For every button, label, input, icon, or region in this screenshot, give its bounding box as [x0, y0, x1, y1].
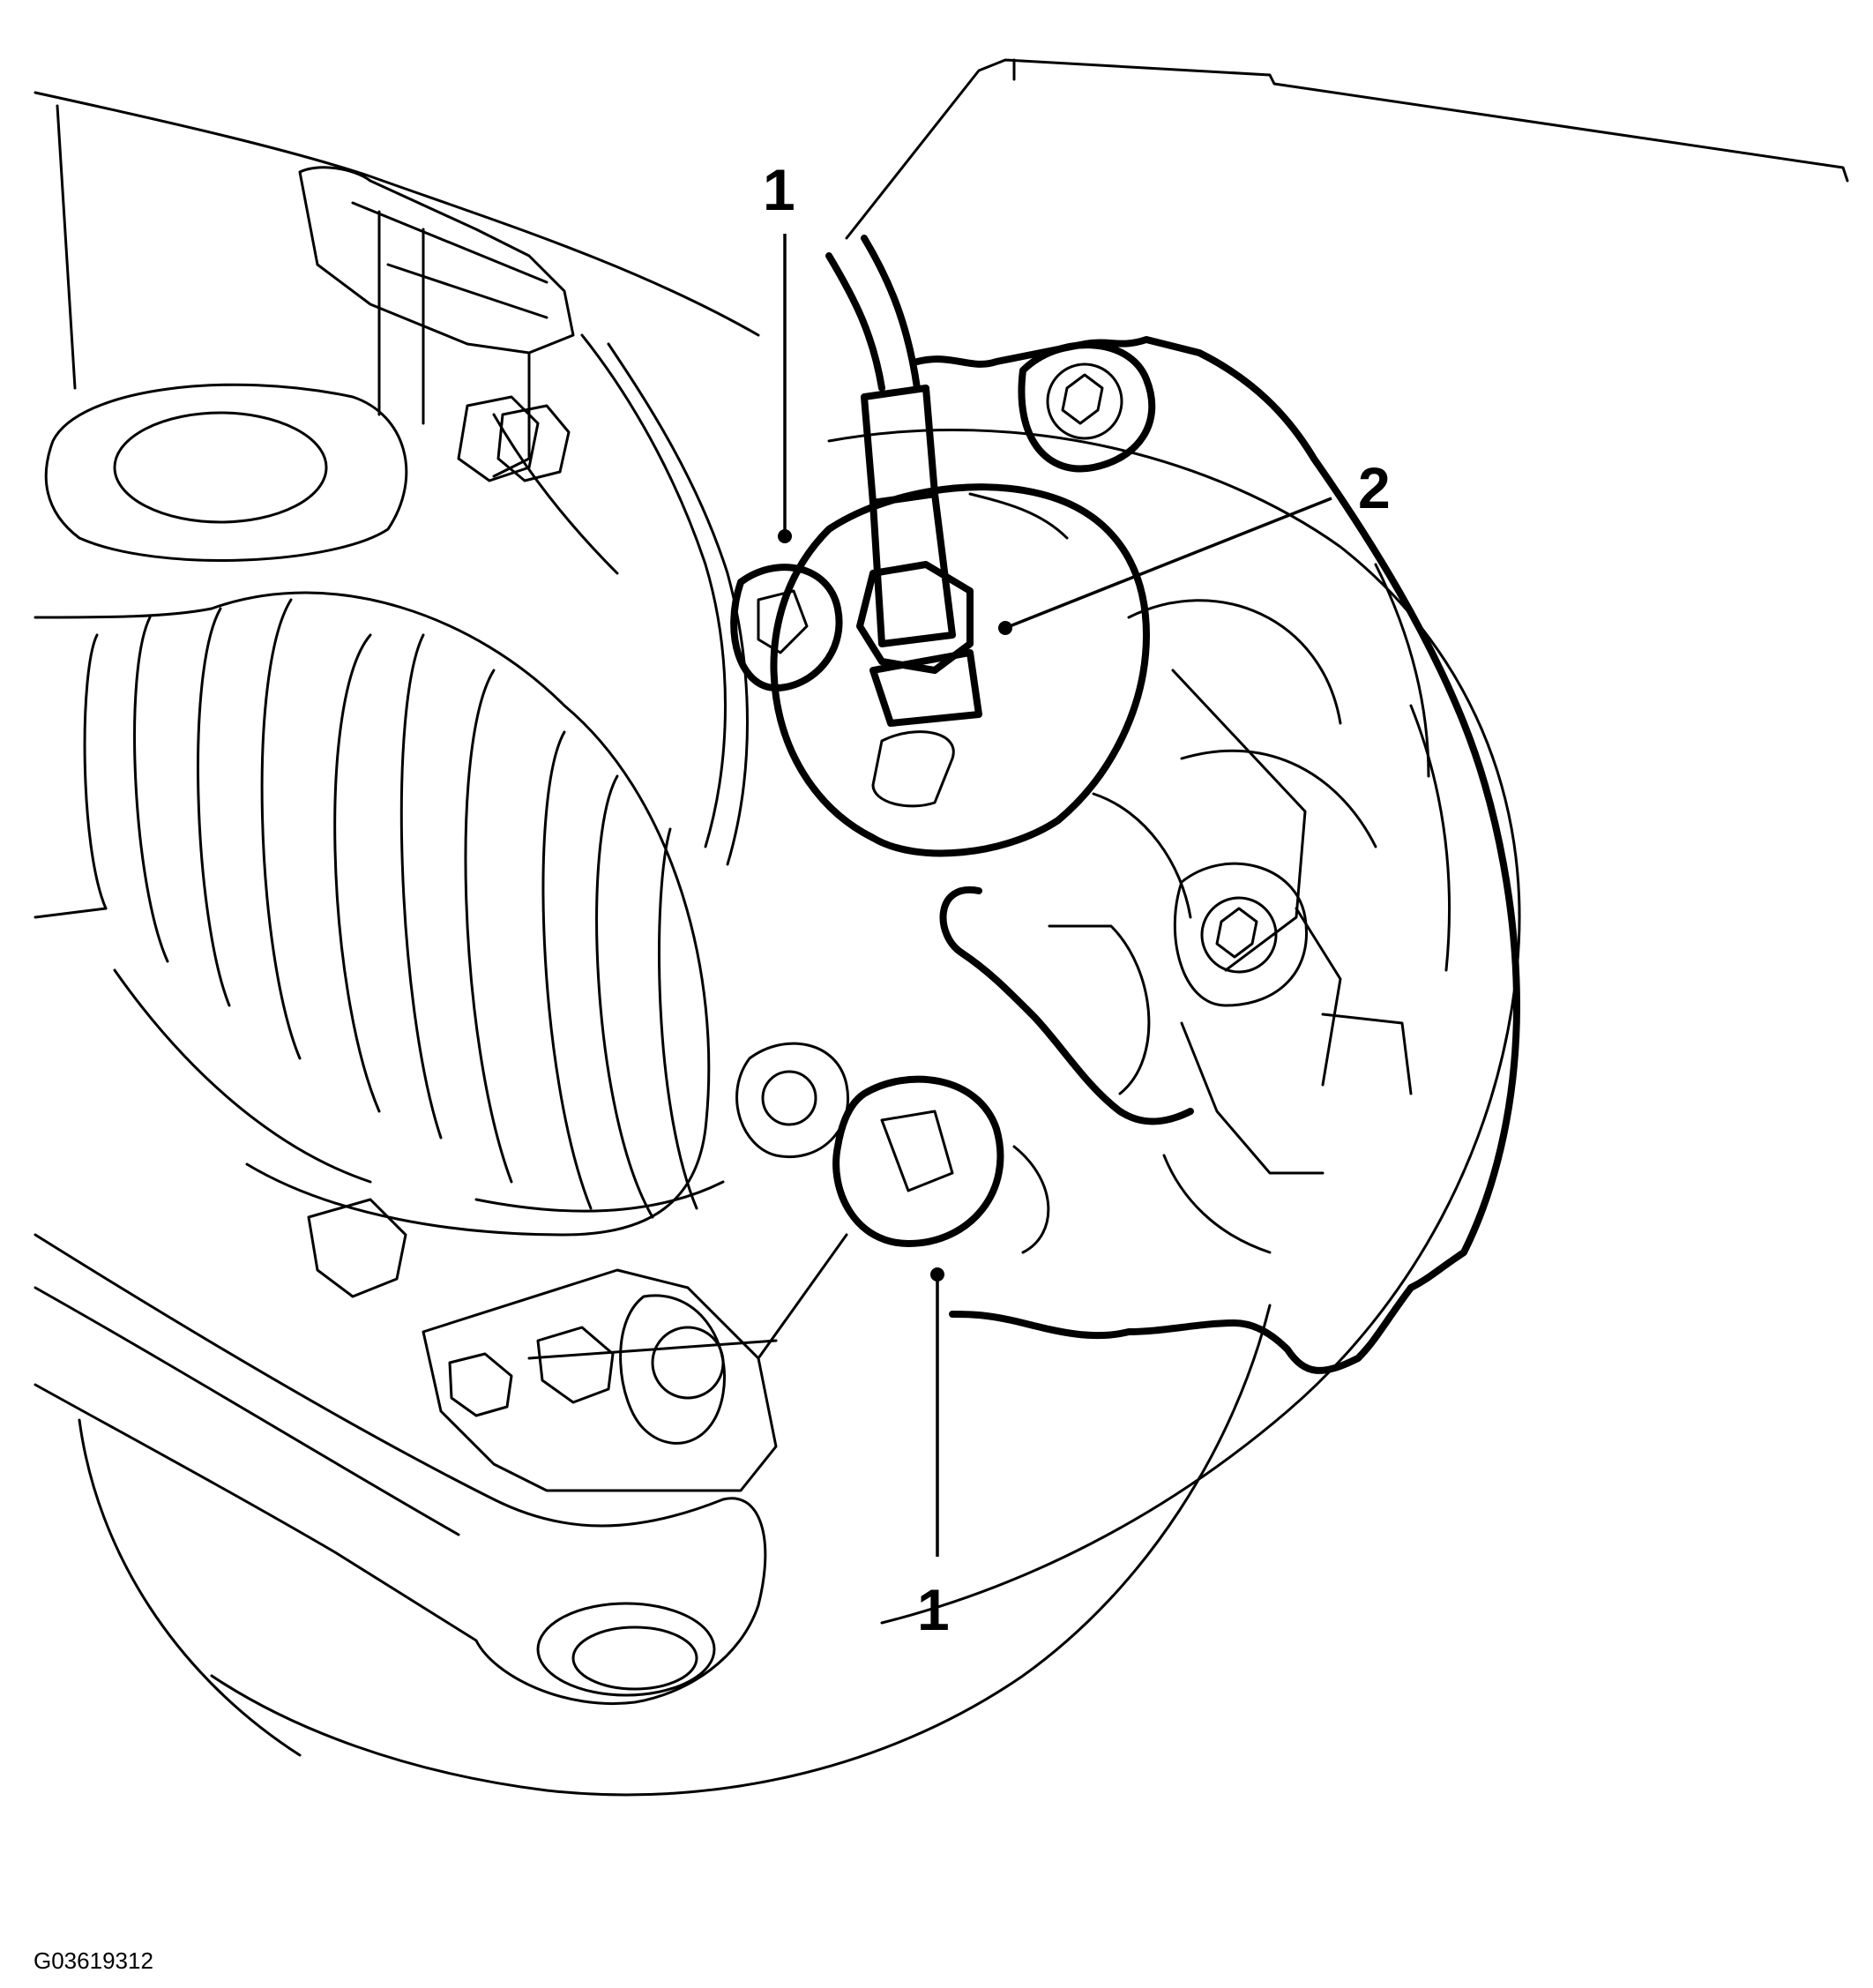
upper-guide-bolt	[1018, 341, 1156, 473]
callout-dot-caliper	[998, 621, 1012, 635]
callout-leader-caliper	[998, 497, 1332, 635]
caliper-piston-housing	[770, 483, 1150, 857]
callout-leader-top	[778, 234, 792, 543]
callout-label-top: 1	[763, 157, 795, 222]
callout-dot-top	[778, 529, 792, 543]
lower-control-arm	[34, 1233, 767, 1757]
callout-dot-bottom	[930, 1267, 944, 1282]
lower-guide-bolt	[1173, 862, 1308, 1007]
strut-eye	[44, 383, 408, 562]
upper-hex-nut	[457, 395, 571, 482]
callout-label-caliper: 2	[1358, 455, 1391, 520]
callout-label-bottom: 1	[917, 1577, 950, 1642]
hub-bolt	[735, 1042, 849, 1158]
callout-leader-bottom	[930, 1267, 944, 1557]
brake-hose	[825, 235, 982, 727]
upper-mount	[298, 166, 749, 866]
steering-knuckle	[307, 1198, 848, 1492]
upper-caliper-bolt	[730, 564, 843, 691]
brake-caliper	[914, 336, 1520, 1374]
vehicle-body-outline	[34, 58, 1849, 390]
lower-caliper-bolt	[832, 1075, 1050, 1254]
figure-id: G03619312	[34, 1947, 153, 1974]
cv-joint-boot	[34, 591, 725, 1237]
